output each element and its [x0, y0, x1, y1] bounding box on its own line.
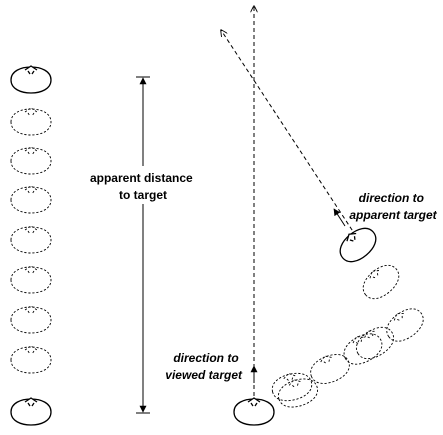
head-current-bottom: [233, 397, 275, 426]
head-dashed: [10, 265, 52, 294]
head-start-top: [10, 65, 52, 94]
head-dashed: [10, 345, 52, 374]
head-dashed: [268, 368, 316, 405]
left-head-column: [10, 65, 52, 426]
head-dashed: [380, 301, 430, 348]
head-dashed: [338, 326, 388, 371]
head-dashed: [10, 107, 52, 136]
head-dashed: [305, 348, 354, 390]
direction-apparent-label: direction to apparent target: [349, 191, 437, 222]
direction-viewed-label: direction to viewed target: [165, 351, 243, 382]
head-dashed: [10, 305, 52, 334]
head-current-top: [333, 220, 383, 269]
head-dashed: [10, 225, 52, 254]
apparent-distance-arrow: [82, 76, 206, 414]
apparent-distance-label: apparent distance to target: [90, 171, 196, 202]
head-dashed: [356, 257, 406, 306]
head-start-bottom: [10, 397, 52, 426]
apparent-target-arrow: [333, 208, 346, 227]
apparent-target-direction-line: [221, 30, 357, 237]
head-dashed: [10, 185, 52, 214]
head-dashed: [274, 373, 322, 413]
right-head-arc: [233, 220, 430, 426]
head-dashed: [350, 320, 400, 366]
head-dashed: [10, 146, 52, 175]
